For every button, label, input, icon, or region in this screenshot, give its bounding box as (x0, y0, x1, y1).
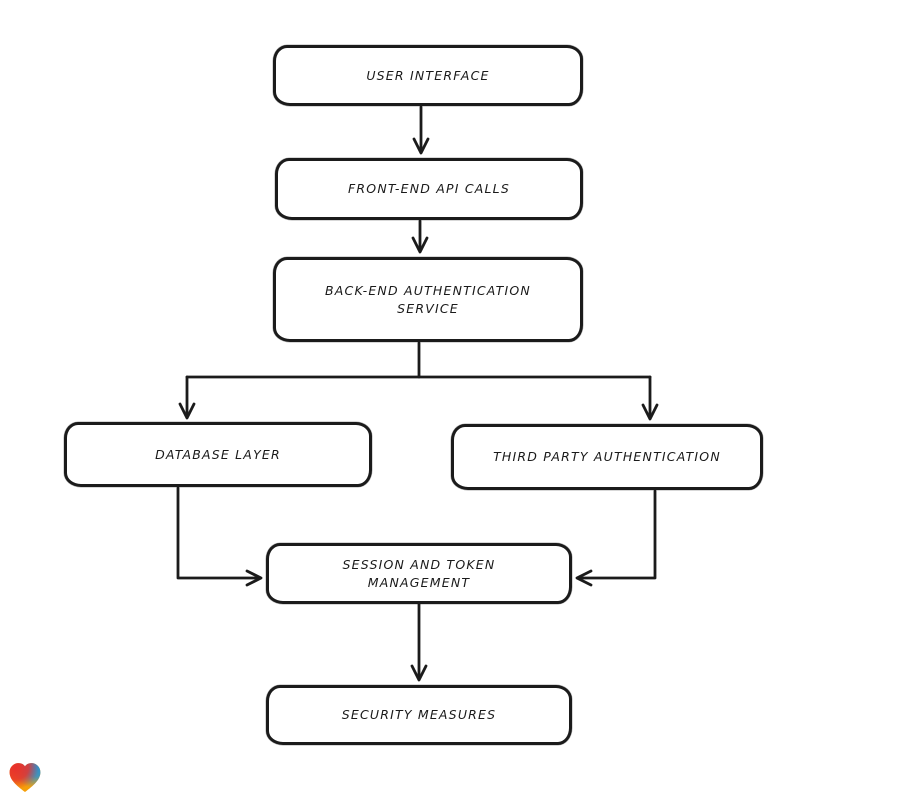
edge-third-party-authentication-to-session-and-token-management (575, 489, 657, 587)
node-user-interface-label: USER INTERFACE (366, 67, 490, 83)
node-security-measures: SECURITY MEASURES (266, 685, 572, 745)
edge-back-end-authentication-service-to-database-layer (178, 341, 652, 420)
node-front-end-api-calls: FRONT-END API CALLS (275, 158, 583, 220)
node-session-and-token-management-label: SESSION AND TOKEN MANAGEMENT (342, 556, 496, 590)
node-front-end-api-calls-label: FRONT-END API CALLS (348, 181, 510, 196)
node-back-end-authentication-service: BACK-END AUTHENTICATION SERVICE (273, 257, 583, 342)
heart-logo-icon[interactable] (8, 762, 42, 793)
edge-back-end-authentication-service-to-third-party-authentication (641, 375, 659, 421)
node-back-end-authentication-service-label: BACK-END AUTHENTICATION SERVICE (325, 282, 531, 316)
edge-session-and-token-management-to-security-measures (410, 602, 428, 682)
edge-front-end-api-calls-to-back-end-authentication-service (411, 219, 429, 254)
node-session-and-token-management: SESSION AND TOKEN MANAGEMENT (266, 543, 572, 604)
node-third-party-authentication: THIRD PARTY AUTHENTICATION (451, 424, 763, 490)
node-security-measures-label: SECURITY MEASURES (341, 707, 497, 722)
node-database-layer: DATABASE LAYER (64, 422, 372, 487)
edge-database-layer-to-session-and-token-management (176, 486, 263, 587)
node-third-party-authentication-label: THIRD PARTY AUTHENTICATION (493, 449, 721, 464)
node-database-layer-label: DATABASE LAYER (155, 446, 281, 462)
edge-user-interface-to-front-end-api-calls (412, 105, 430, 155)
node-user-interface: USER INTERFACE (273, 45, 583, 106)
